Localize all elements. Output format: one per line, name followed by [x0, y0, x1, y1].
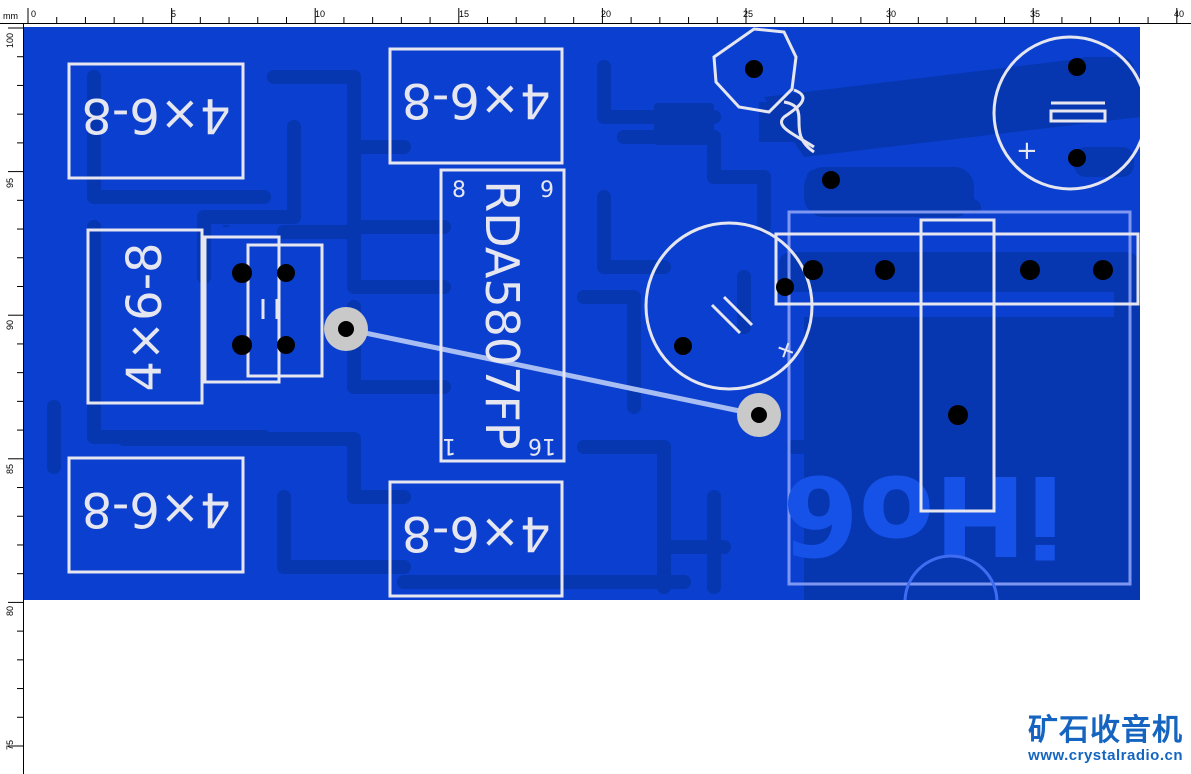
ic-pin-1: 1: [442, 433, 456, 458]
ic-pin-8: 8: [452, 178, 466, 203]
copper-circle: [903, 554, 999, 600]
crystal-outline: [203, 235, 281, 384]
minus-mark: -: [222, 213, 230, 238]
left-tick-95: 95: [5, 177, 15, 188]
left-tick-100: 100: [5, 32, 15, 48]
resistor-r2-label: 4×6-8: [401, 72, 550, 128]
resistor-r3-outline: [86, 228, 204, 405]
top-tick-25: 25: [743, 9, 754, 19]
top-tick-0: 0: [31, 9, 37, 19]
plus-mark-c3: +: [1016, 136, 1038, 166]
electrolytic-cap-c3-outline: [992, 35, 1140, 191]
left-tick-90: 90: [5, 319, 15, 330]
resistor-r5-outline: [388, 480, 564, 598]
top-tick-5: 5: [171, 9, 177, 19]
electrolytic-cap-c2-outline: [644, 221, 814, 391]
top-tick-30: 30: [886, 9, 897, 19]
resistor-r1-outline: [67, 62, 245, 180]
capacitor-symbols: [261, 88, 1107, 335]
top-ruler-ticks: [27, 8, 1178, 24]
watermark-url: www.crystalradio.cn: [1028, 747, 1183, 764]
pad-areas: [654, 57, 1140, 600]
copper-logo: iHo6: [782, 451, 1064, 579]
transistor-outline: [787, 210, 1132, 586]
resistor-r4-outline: [67, 456, 245, 574]
watermark-title: 矿石收音机: [1028, 713, 1183, 748]
resistor-r1-label: 4×6-8: [81, 87, 230, 143]
ic-outline: [439, 168, 566, 463]
heatsink-tab-outline: [919, 218, 996, 513]
jumper-wire: [345, 326, 760, 418]
left-ruler: 100 95 90 85 80 75: [0, 24, 24, 774]
resistor-r4-label: 4×6-8: [81, 481, 230, 537]
top-tick-15: 15: [459, 9, 470, 19]
unit-label: mm: [3, 11, 18, 21]
top-tick-20: 20: [601, 9, 612, 19]
capacitor-c1-outline: [246, 243, 324, 378]
ic-pin-9: 9: [540, 178, 554, 203]
ic-pin-16: 16: [528, 433, 556, 458]
regulator-outline: [774, 232, 1140, 306]
left-tick-80: 80: [5, 605, 15, 616]
ic-part-label: RDA5807FP: [475, 180, 529, 449]
top-tick-35: 35: [1030, 9, 1041, 19]
top-tick-40: 40: [1174, 9, 1185, 19]
resistor-r3-label: 4×6-8: [117, 242, 173, 391]
left-tick-75: 75: [5, 739, 15, 750]
top-tick-10: 10: [315, 9, 326, 19]
resistor-r5-label: 4×6-8: [401, 505, 550, 561]
site-watermark: 矿石收音机 www.crystalradio.cn: [1028, 713, 1183, 765]
left-ruler-ticks: [8, 27, 24, 747]
pcb-board[interactable]: iHo6 + + - 4×6-8 4×6-8 4×6-8 4×6-8 4×6-8: [24, 27, 1140, 600]
inductor-outline: [712, 27, 798, 114]
resistor-r2-outline: [388, 47, 564, 165]
drill-holes: [232, 58, 1113, 425]
left-tick-85: 85: [5, 463, 15, 474]
top-ruler: mm 0 5 10 15 20 25 30 35 40: [0, 0, 1191, 24]
